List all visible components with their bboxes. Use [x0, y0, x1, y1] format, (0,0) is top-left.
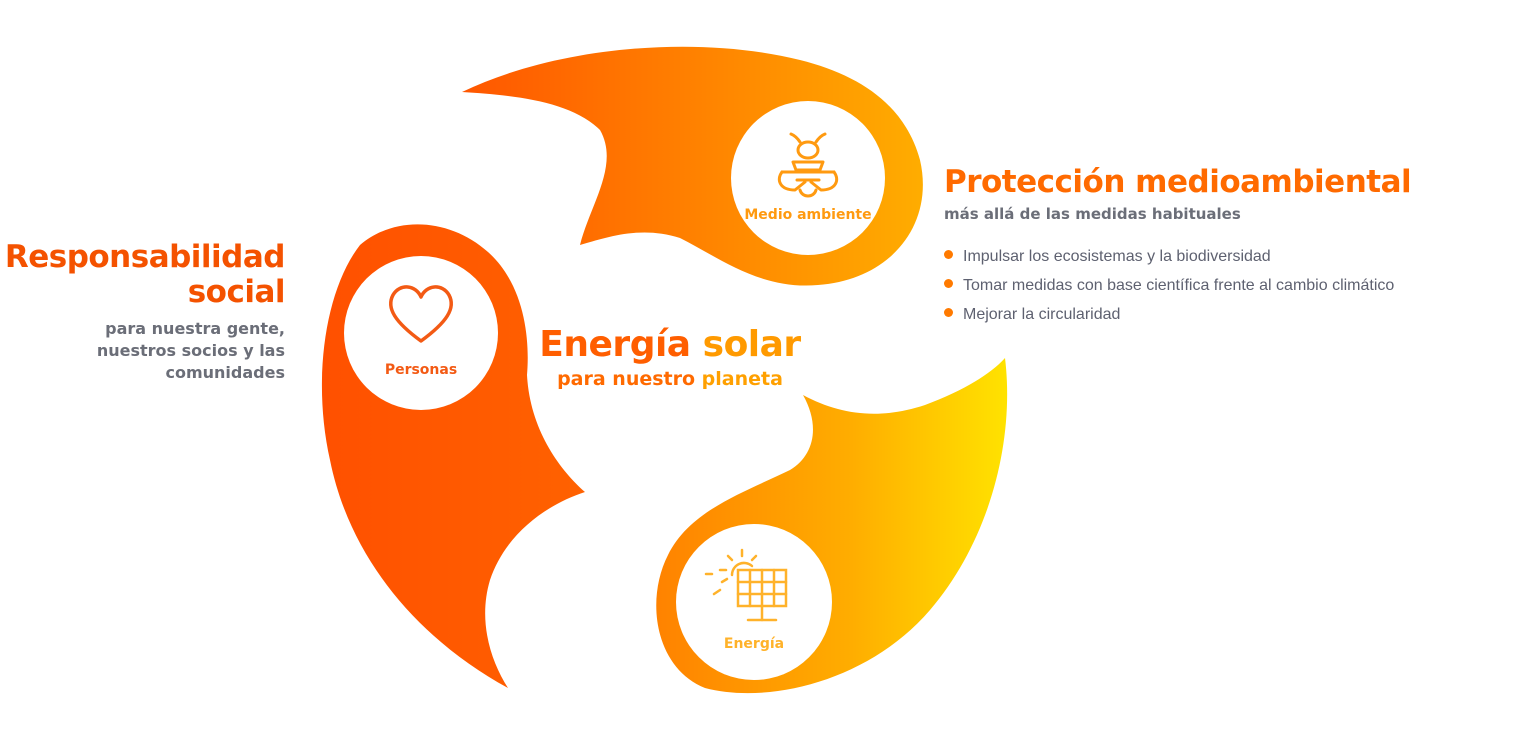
node-energy-label: Energía — [723, 636, 785, 652]
center-subtitle-part2: planeta — [701, 368, 783, 390]
list-item: Mejorar la circularidad — [944, 300, 1534, 329]
node-people-label: Personas — [384, 362, 458, 378]
node-people-circle — [344, 256, 498, 410]
node-environment-label: Medio ambiente — [744, 207, 872, 223]
social-subtitle-line3: comunidades — [165, 363, 286, 382]
center-title-block: Energía solar para nuestro planeta — [520, 323, 820, 391]
center-title: Energía solar — [520, 323, 820, 367]
node-energy-circle — [676, 524, 832, 680]
list-item: Impulsar los ecosistemas y la biodiversi… — [944, 242, 1534, 271]
bullet-text: Tomar medidas con base científica frente… — [963, 277, 1395, 294]
bullet-dot-icon — [944, 250, 953, 260]
bullet-dot-icon — [944, 308, 953, 318]
social-subtitle: para nuestra gente, nuestros socios y la… — [0, 318, 285, 384]
center-subtitle-part1: para nuestro — [557, 368, 696, 390]
social-responsibility-block: Responsabilidad social para nuestra gent… — [0, 239, 286, 384]
social-subtitle-line2: nuestros socios y las — [96, 341, 285, 360]
center-title-part1: Energía — [539, 324, 691, 365]
social-title-line2: social — [187, 274, 286, 310]
environment-bullet-list: Impulsar los ecosistemas y la biodiversi… — [944, 242, 1534, 329]
solar-panel-icon — [704, 548, 788, 622]
heart-icon — [389, 285, 453, 343]
bullet-dot-icon — [944, 279, 953, 289]
list-item: Tomar medidas con base científica frente… — [944, 271, 1534, 300]
environment-title: Protección medioambiental — [944, 164, 1412, 200]
environmental-protection-block: Protección medioambiental más allá de la… — [944, 162, 1534, 329]
environment-subtitle: más allá de las medidas habituales — [944, 205, 1241, 223]
center-title-part2: solar — [702, 324, 802, 365]
center-subtitle: para nuestro planeta — [520, 367, 820, 391]
bullet-text: Impulsar los ecosistemas y la biodiversi… — [963, 248, 1271, 265]
node-environment-circle — [731, 101, 885, 255]
social-subtitle-line1: para nuestra gente, — [105, 319, 285, 338]
bee-icon — [777, 132, 839, 198]
bullet-text: Mejorar la circularidad — [963, 306, 1121, 323]
social-title-line1: Responsabilidad — [4, 239, 286, 275]
